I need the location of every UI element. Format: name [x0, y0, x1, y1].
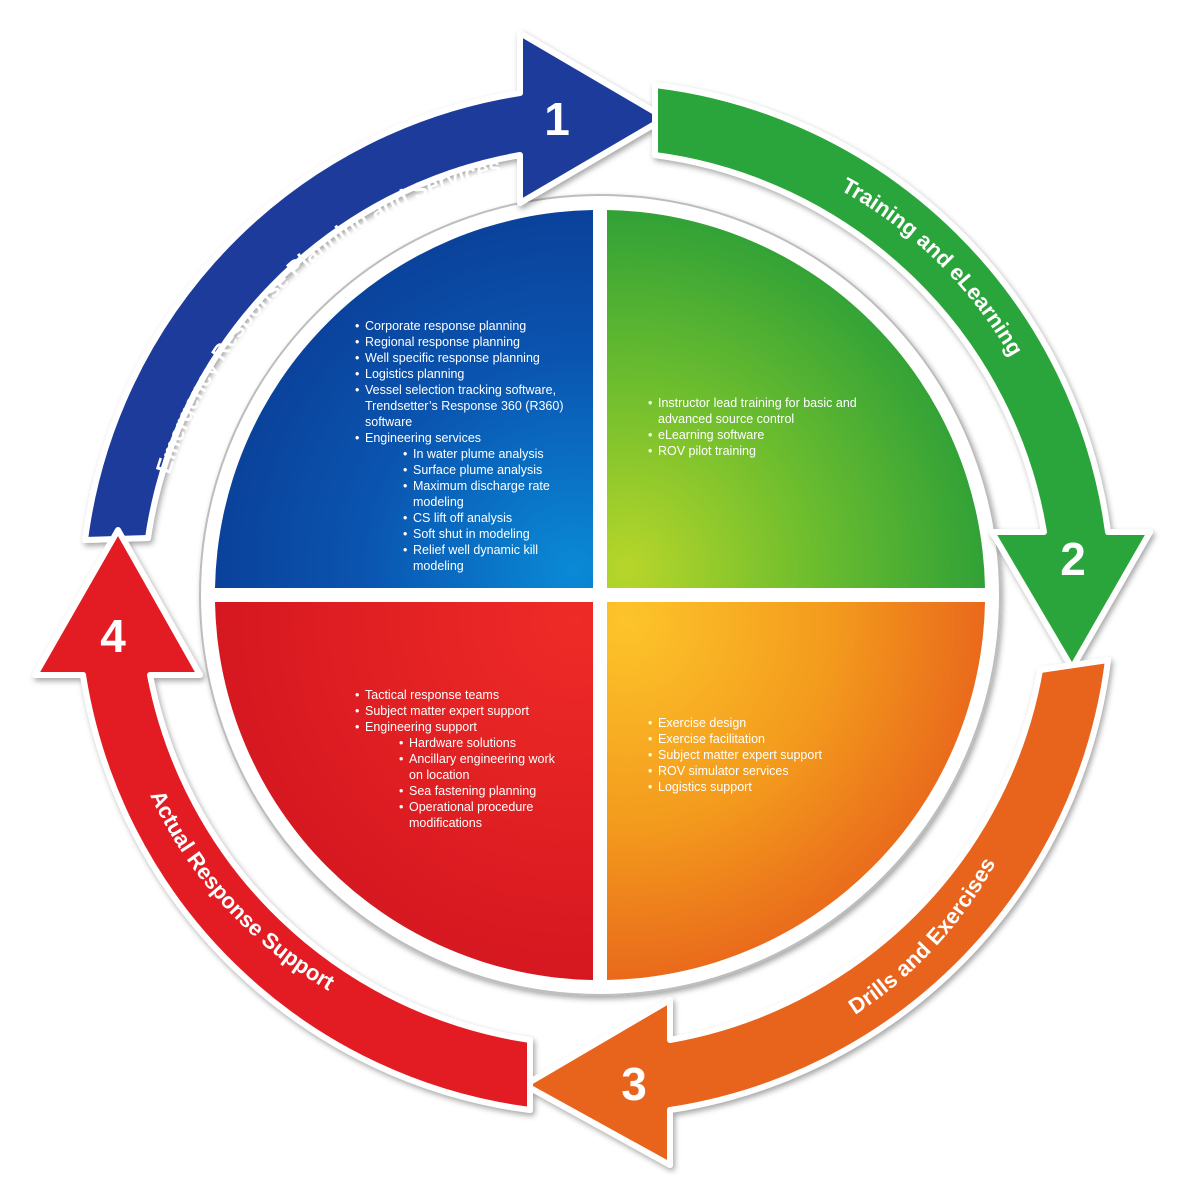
step-number-2: 2	[1060, 533, 1086, 585]
list-item: ROV pilot training	[648, 443, 858, 459]
planning-list: Corporate response planning Regional res…	[355, 318, 595, 574]
quadrant-circle	[199, 194, 1001, 996]
drills-list: Exercise design Exercise facilitation Su…	[648, 715, 888, 795]
list-item: Well specific response planning	[355, 350, 595, 366]
list-item: Engineering services	[355, 430, 595, 446]
list-item: ROV simulator services	[648, 763, 888, 779]
list-subitem: Relief well dynamic kill modeling	[403, 542, 563, 574]
arrow-step-2	[652, 82, 1153, 671]
list-subitem: Operational procedure modifications	[399, 799, 569, 831]
list-subitem: Ancillary engineering work on location	[399, 751, 559, 783]
response-list: Tactical response teams Subject matter e…	[355, 687, 585, 831]
list-item: Vessel selection tracking software, Tren…	[355, 382, 585, 430]
list-item: Logistics planning	[355, 366, 595, 382]
list-subitem: Sea fastening planning	[399, 783, 585, 799]
arrow-step-3	[522, 657, 1111, 1168]
arrow-step-1	[82, 30, 668, 543]
list-subitem: In water plume analysis	[403, 446, 595, 462]
training-list: Instructor lead training for basic and a…	[648, 395, 858, 459]
list-item: Corporate response planning	[355, 318, 595, 334]
list-subitem: Hardware solutions	[399, 735, 585, 751]
list-item: Exercise facilitation	[648, 731, 888, 747]
list-subitem: Soft shut in modeling	[403, 526, 595, 542]
list-subitem: Surface plume analysis	[403, 462, 595, 478]
list-item: Engineering support	[355, 719, 585, 735]
arrow-step-4	[32, 527, 533, 1113]
step-number-3: 3	[621, 1058, 647, 1110]
step-number-1: 1	[544, 93, 570, 145]
list-subitem: CS lift off analysis	[403, 510, 595, 526]
list-item: Tactical response teams	[355, 687, 585, 703]
list-item: Exercise design	[648, 715, 888, 731]
list-item: Regional response planning	[355, 334, 595, 350]
list-item: Subject matter expert support	[648, 747, 888, 763]
list-item: Instructor lead training for basic and a…	[648, 395, 858, 427]
list-item: eLearning software	[648, 427, 858, 443]
list-item: Logistics support	[648, 779, 888, 795]
list-subitem: Maximum discharge rate modeling	[403, 478, 573, 510]
step-number-4: 4	[100, 610, 126, 662]
list-item: Subject matter expert support	[355, 703, 585, 719]
